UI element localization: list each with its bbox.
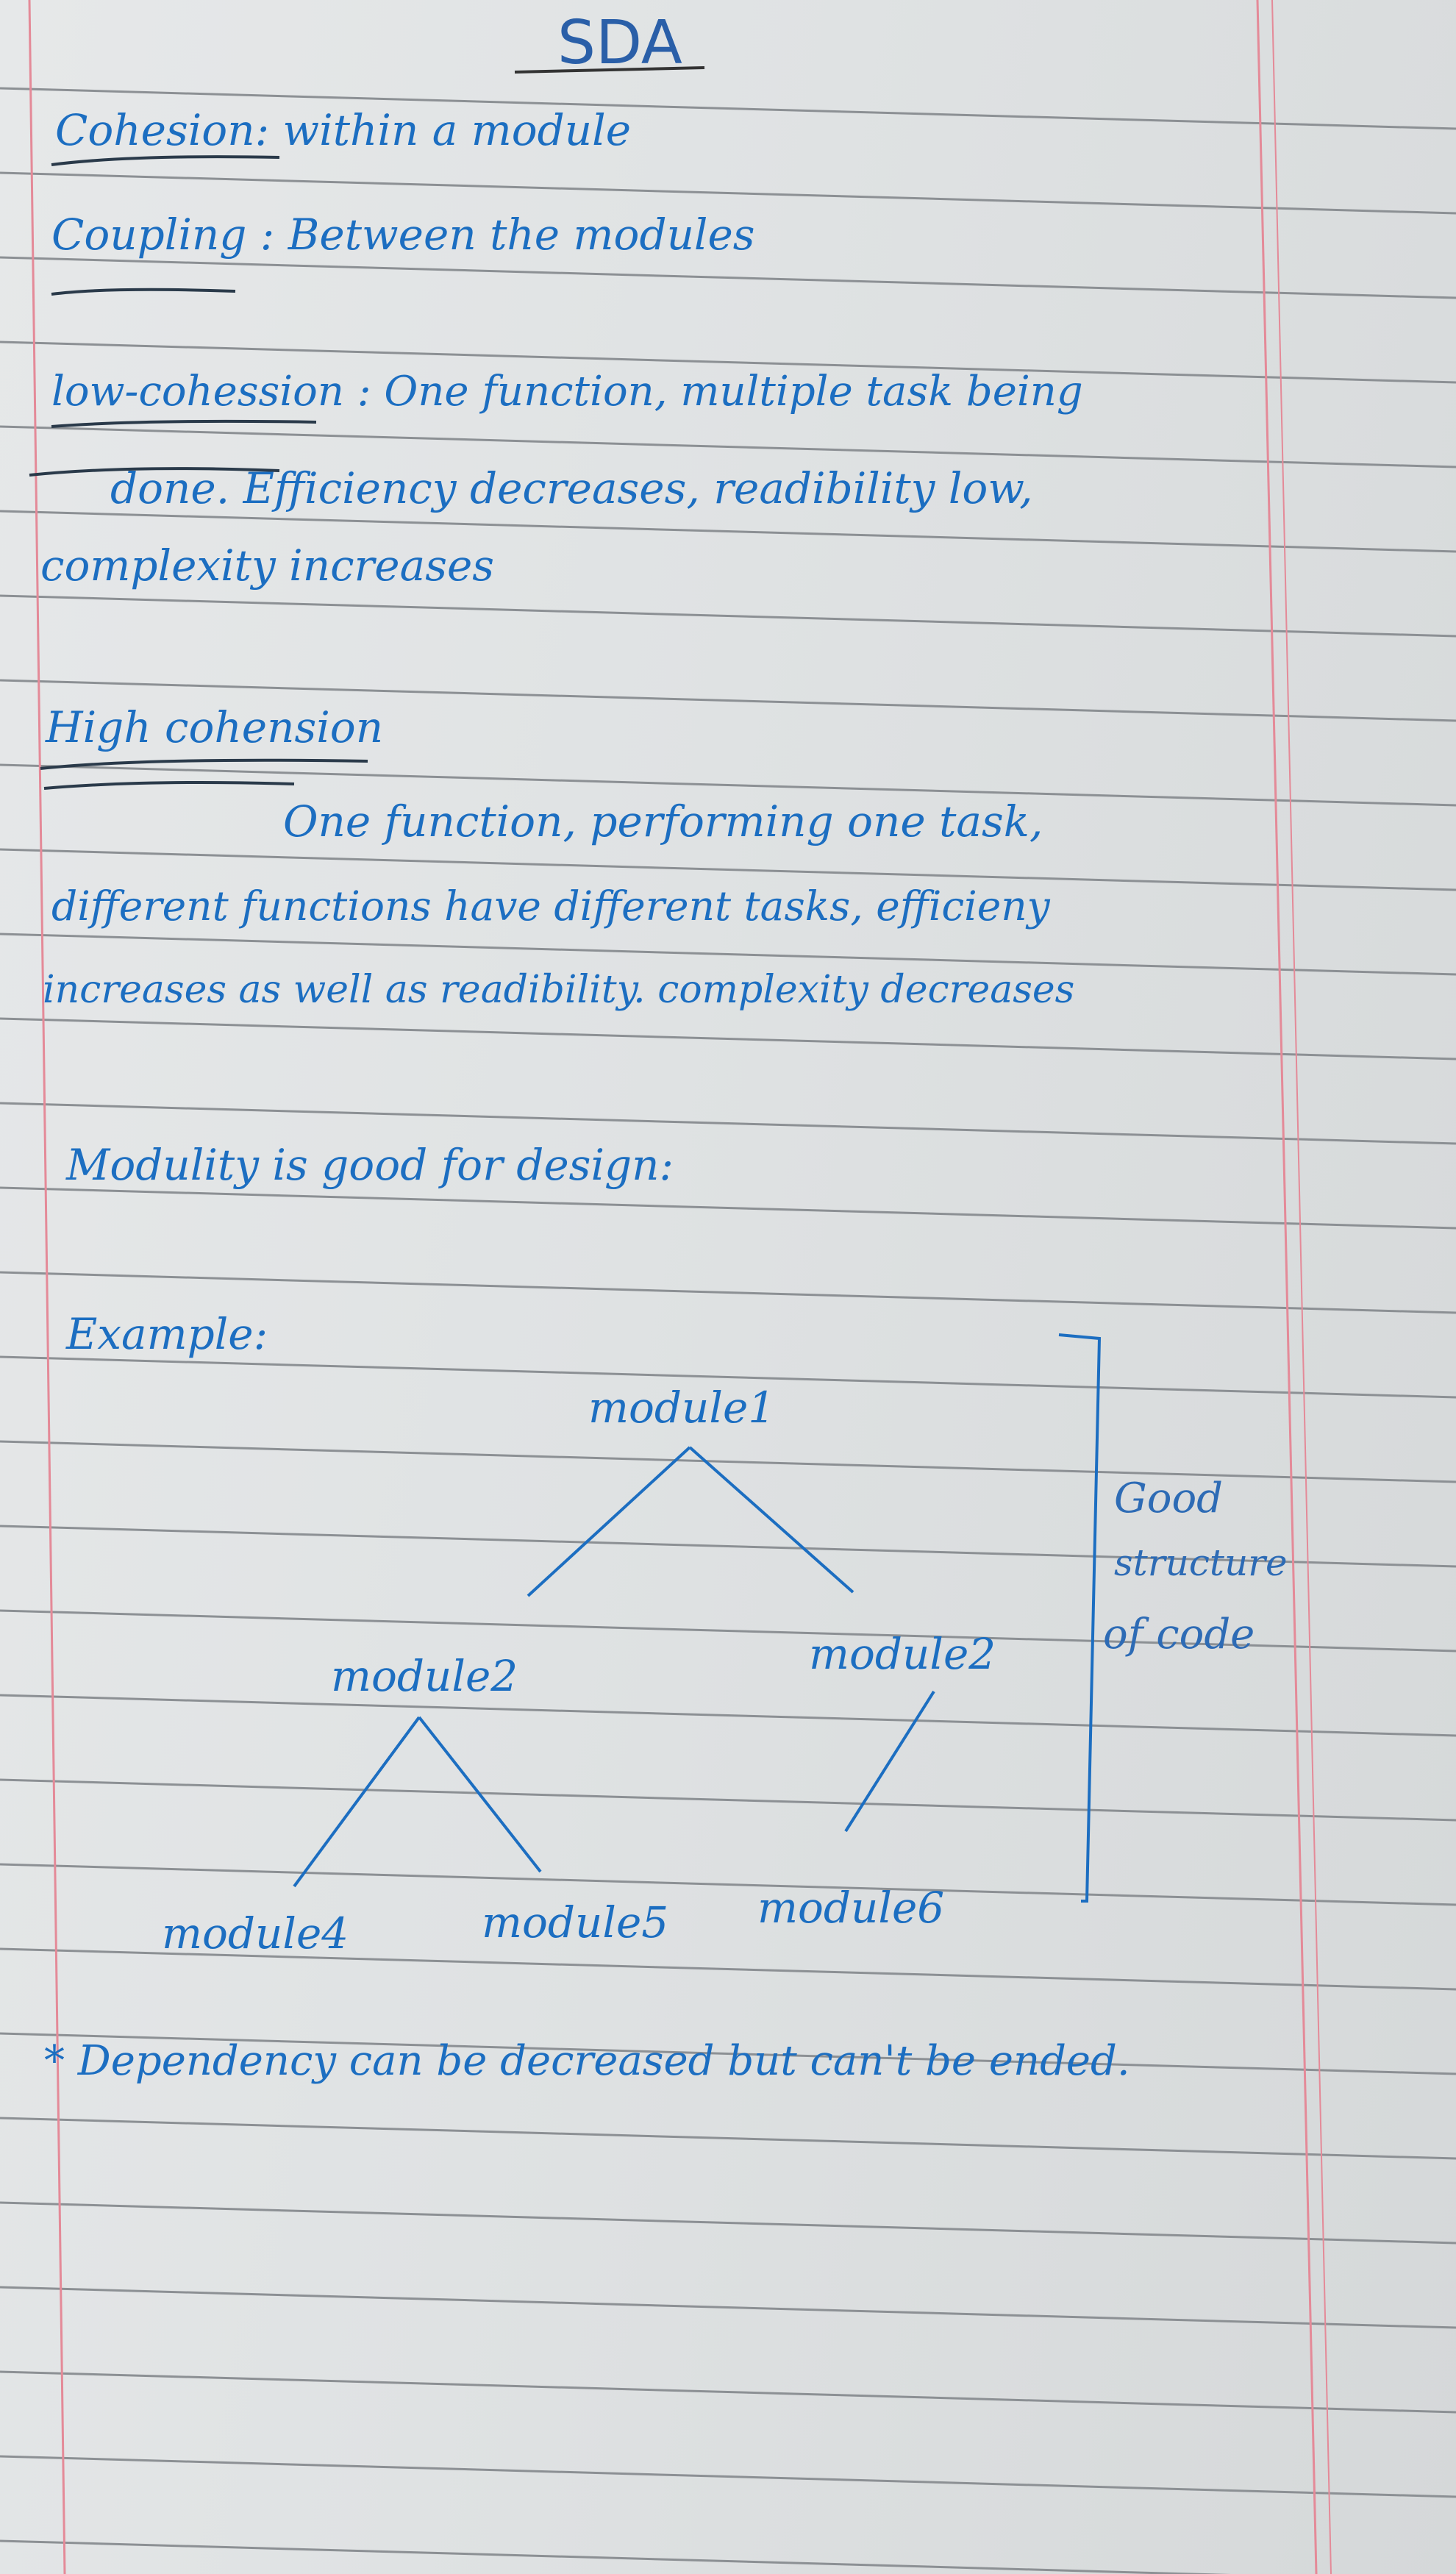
note-line-high-cohesion-heading: High cohension	[46, 702, 384, 752]
ruled-line	[0, 848, 1456, 891]
ruled-line	[0, 1609, 1456, 1653]
ruled-line	[0, 1778, 1456, 1822]
ruled-line	[0, 2032, 1456, 2075]
note-line-modularity: Modulity is good for design:	[66, 1140, 674, 1190]
side-note-line-1: Good	[1114, 1475, 1224, 1522]
module-tree-edges	[293, 1333, 1102, 1903]
side-note-line-3: of code	[1103, 1611, 1255, 1658]
note-line-low-cohesion-3: complexity increases	[40, 541, 495, 591]
ruled-line	[0, 1186, 1456, 1230]
note-line-cohesion: Cohesion: within a module	[55, 105, 632, 155]
note-line-high-cohesion-3: increases as well as readibility. comple…	[43, 968, 1075, 1012]
ruled-line	[0, 1271, 1456, 1314]
node-module-left-right: module5	[482, 1897, 669, 1947]
ruled-line	[0, 1863, 1456, 1906]
note-line-low-cohesion-1: low-cohession : One function, multiple t…	[51, 368, 1083, 416]
note-line-low-cohesion-2: done. Efficiency decreases, readibility …	[110, 463, 1033, 513]
ruled-line	[0, 425, 1456, 468]
ruled-line	[0, 2286, 1456, 2329]
ruled-line	[0, 2539, 1232, 2574]
node-module-root: module1	[588, 1383, 776, 1433]
ruled-line	[0, 1694, 1456, 1737]
page-title: SDA	[557, 8, 682, 78]
ruled-line	[0, 510, 1456, 553]
note-line-coupling: Coupling : Between the modules	[51, 210, 755, 260]
ruled-line	[0, 2370, 1456, 2414]
ruled-line	[0, 1525, 1456, 1568]
ruled-line	[0, 933, 1456, 976]
ruled-line	[0, 1017, 1456, 1060]
ruled-line	[0, 2201, 1456, 2245]
ruled-line	[0, 1355, 1456, 1399]
ruled-line	[0, 763, 1456, 807]
ruled-line	[0, 1102, 1456, 1145]
note-line-example: Example:	[66, 1309, 268, 1359]
note-line-high-cohesion-1: One function, performing one task,	[283, 796, 1043, 846]
ruled-line	[0, 256, 1456, 299]
note-line-dependency: * Dependency can be decreased but can't …	[44, 2037, 1130, 2085]
side-note-line-2: structure	[1114, 1541, 1288, 1584]
ruled-line	[0, 594, 1456, 638]
ruled-line	[0, 679, 1456, 722]
ruled-line	[0, 341, 1456, 384]
note-line-high-cohesion-2: different functions have different tasks…	[51, 883, 1050, 930]
ruled-line	[0, 87, 1456, 130]
ruled-line	[0, 1440, 1456, 1483]
node-module-right-child: module6	[757, 1883, 945, 1933]
ruled-line	[0, 2455, 1456, 2498]
node-module-left: module2	[331, 1651, 518, 1701]
ruled-line	[0, 171, 1456, 215]
node-module-right: module2	[809, 1629, 996, 1679]
ruled-line	[0, 2117, 1456, 2160]
ruled-line	[0, 1947, 1456, 1991]
node-module-left-left: module4	[162, 1908, 349, 1958]
